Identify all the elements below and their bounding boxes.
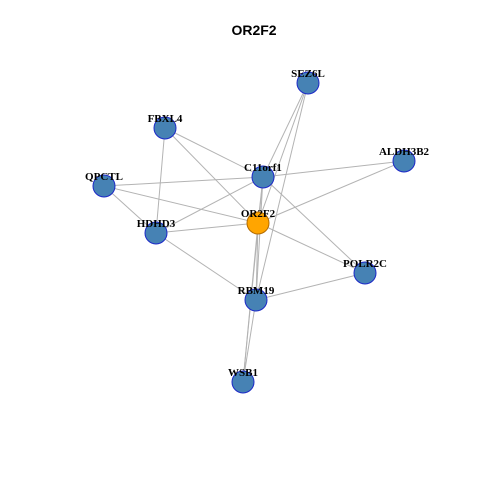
edge-sez6l-c11orf1 [262,82,309,178]
edge-fbxl4-or2f2 [164,127,259,224]
node-label-hdhd3: HDHD3 [137,218,176,230]
edge-hdhd3-rbm19 [155,232,257,301]
node-c11orf1[interactable] [251,165,275,189]
edge-or2f2-polr2c [257,222,366,274]
node-label-wsb1: WSB1 [228,367,258,379]
node-layer [92,71,416,394]
node-label-polr2c: POLR2C [343,258,387,270]
edge-rbm19-wsb1 [242,299,257,383]
node-label-rbm19: RBM19 [238,285,275,297]
edge-layer [103,82,405,383]
edge-fbxl4-c11orf1 [164,127,264,178]
edge-sez6l-rbm19 [255,82,309,301]
node-label-sez6l: SEZ6L [291,68,325,80]
node-label-or2f2: OR2F2 [241,208,276,220]
node-wsb1[interactable] [231,370,255,394]
node-fbxl4[interactable] [153,116,177,140]
node-or2f2[interactable] [246,211,270,235]
edge-sez6l-or2f2 [257,82,309,224]
node-qpctl[interactable] [92,174,116,198]
node-sez6l[interactable] [296,71,320,95]
node-rbm19[interactable] [244,288,268,312]
diagram-title: OR2F2 [231,22,276,38]
edge-aldh3b2-or2f2 [257,160,405,224]
edge-qpctl-or2f2 [103,185,259,224]
edge-or2f2-rbm19 [255,222,259,301]
edge-c11orf1-rbm19 [255,176,264,301]
edge-qpctl-c11orf1 [103,176,264,187]
edge-fbxl4-hdhd3 [155,127,166,234]
node-hdhd3[interactable] [144,221,168,245]
edge-qpctl-hdhd3 [103,185,157,234]
edge-hdhd3-or2f2 [155,222,259,234]
node-label-aldh3b2: ALDH3B2 [379,146,430,158]
edge-c11orf1-hdhd3 [155,176,264,234]
edge-aldh3b2-c11orf1 [262,160,405,178]
node-label-c11orf1: C11orf1 [244,162,282,174]
node-aldh3b2[interactable] [392,149,416,173]
node-label-qpctl: QPCTL [85,171,123,183]
node-label-fbxl4: FBXL4 [148,113,183,125]
edge-polr2c-rbm19 [255,272,366,301]
node-polr2c[interactable] [353,261,377,285]
edge-c11orf1-polr2c [262,176,366,274]
